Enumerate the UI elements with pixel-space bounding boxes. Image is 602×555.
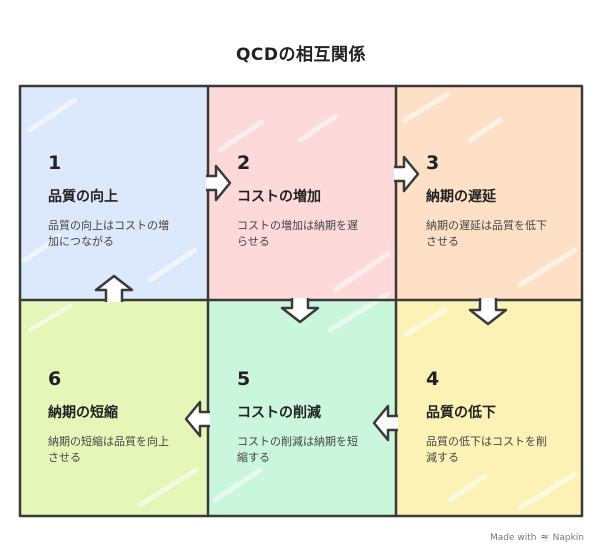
napkin-logo-icon: ≈	[540, 532, 549, 543]
arrow-down-3-to-4	[468, 298, 508, 326]
step-1-description: 品質の向上はコストの増加につながる	[48, 219, 169, 248]
step-3-number: 3	[426, 152, 440, 174]
arrow-down-2-to-5	[280, 298, 320, 324]
step-5: 5 コストの削減 コストの削減は納期を短縮する	[237, 368, 415, 466]
step-2-description: コストの増加は納期を遅らせる	[237, 219, 358, 248]
cell-5-background	[208, 300, 396, 516]
step-5-description: コストの削減は納期を短縮する	[237, 435, 358, 464]
made-with-credit[interactable]: Made with ≈ Napkin	[490, 532, 584, 543]
arrow-left-5-to-6	[184, 400, 210, 438]
arrow-left-4-to-5	[372, 404, 398, 442]
step-6-number: 6	[48, 368, 62, 390]
credit-prefix: Made with	[489, 533, 537, 543]
hatch-marks	[22, 91, 578, 511]
step-5-heading: コストの削減	[237, 405, 321, 421]
arrow-up-6-to-1	[94, 274, 134, 302]
step-3: 3 納期の遅延 納期の遅延は品質を低下させる	[426, 152, 602, 250]
cell-4-background	[396, 300, 582, 516]
credit-brand: Napkin	[552, 533, 584, 543]
arrow-right-1-to-2	[206, 164, 232, 202]
step-1-heading: 品質の向上	[48, 189, 118, 205]
step-4: 4 品質の低下 品質の低下はコストを削減する	[426, 368, 602, 466]
step-4-description: 品質の低下はコストを削減する	[426, 435, 547, 464]
diagram-title: QCDの相互関係	[235, 45, 367, 65]
step-2: 2 コストの増加 コストの増加は納期を遅らせる	[237, 152, 415, 250]
step-3-description: 納期の遅延は品質を低下させる	[426, 219, 547, 248]
arrow-right-2-to-3	[394, 155, 420, 193]
step-4-number: 4	[426, 368, 440, 390]
step-1: 1 品質の向上 品質の向上はコストの増加につながる	[48, 152, 226, 250]
step-2-heading: コストの増加	[237, 189, 321, 205]
step-6-heading: 納期の短縮	[48, 405, 118, 421]
step-3-heading: 納期の遅延	[426, 189, 496, 205]
step-6-description: 納期の短縮は品質を向上させる	[48, 435, 169, 464]
step-4-heading: 品質の低下	[426, 405, 496, 421]
step-6: 6 納期の短縮 納期の短縮は品質を向上させる	[48, 368, 226, 466]
step-1-number: 1	[48, 152, 62, 174]
cell-2-background	[208, 86, 396, 300]
step-2-number: 2	[237, 152, 251, 174]
step-5-number: 5	[237, 368, 251, 390]
